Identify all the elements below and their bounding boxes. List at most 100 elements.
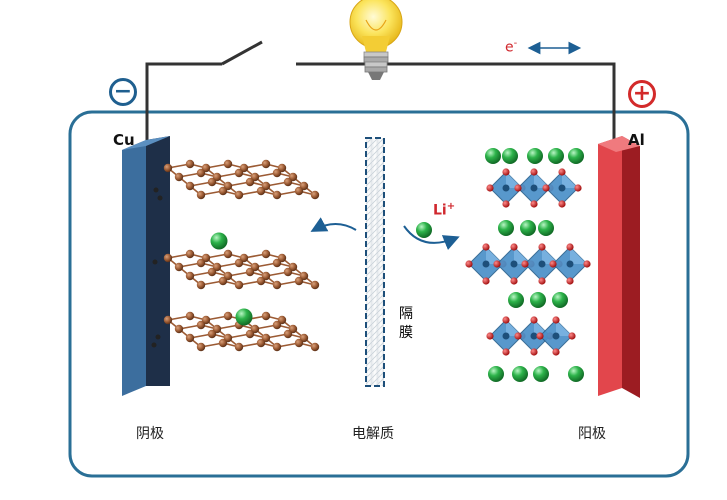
separator-label-char-2: 膜 (399, 325, 413, 341)
carbon-atom (283, 177, 293, 187)
lithium-symbol: Li (433, 202, 447, 219)
carbon-atom (185, 249, 195, 259)
ion-arrow-right (403, 225, 460, 250)
oxygen-atom (568, 332, 576, 340)
oxygen-atom (566, 243, 574, 251)
electrolyte-label: 电解质 (352, 426, 394, 442)
lithium-ion (533, 366, 549, 382)
cathode-crystal (465, 148, 591, 382)
oxygen-atom (558, 168, 566, 176)
oxygen-atom (521, 260, 529, 268)
oxygen-atom (536, 332, 544, 340)
lithium-ion (568, 366, 584, 382)
carbon-atom (256, 338, 266, 348)
carbon-atom (185, 159, 195, 169)
oxygen-atom (514, 332, 522, 340)
carbon-atom (272, 258, 282, 268)
carbon-atom (163, 163, 173, 173)
carbon-atom (234, 168, 244, 178)
oxygen-atom (552, 316, 560, 324)
carbon-atom (272, 168, 282, 178)
carbon-atom (174, 172, 184, 182)
carbon-atom (272, 280, 282, 290)
carbon-atom (196, 342, 206, 352)
minus-circle-icon: − (113, 79, 133, 104)
carbon-atom (294, 186, 304, 196)
oxygen-atom (552, 348, 560, 356)
oxygen-atom (486, 332, 494, 340)
oxygen-atom (502, 168, 510, 176)
oxygen-atom (530, 200, 538, 208)
carbon-atom (310, 280, 320, 290)
carbon-atom (174, 262, 184, 272)
carbon-atom (245, 177, 255, 187)
oxygen-atom (538, 277, 546, 285)
carbon-atom (283, 329, 293, 339)
oxygen-atom (502, 200, 510, 208)
carbon-atom (223, 311, 233, 321)
carbon-atom (234, 280, 244, 290)
oxygen-atom (530, 168, 538, 176)
octahedron (514, 168, 554, 208)
oxygen-atom (493, 260, 501, 268)
bond-dot (155, 334, 161, 340)
oxygen-atom (583, 260, 591, 268)
carbon-atom (294, 276, 304, 286)
oxygen-atom (486, 184, 494, 192)
octahedron (549, 243, 591, 285)
carbon-atom (196, 280, 206, 290)
oxygen-atom (510, 277, 518, 285)
light-bulb-icon (349, 0, 403, 80)
carbon-atom (234, 258, 244, 268)
carbon-atom (196, 168, 206, 178)
lithium-ion (530, 292, 546, 308)
electron-charge: - (513, 38, 518, 49)
octahedron (536, 316, 576, 356)
carbon-atom (310, 342, 320, 352)
carbon-atom (261, 311, 271, 321)
lithium-ion-migrating (416, 222, 432, 238)
oxygen-atom (530, 348, 538, 356)
carbon-atom (196, 190, 206, 200)
carbon-atom (256, 186, 266, 196)
positive-terminal: + (628, 80, 656, 108)
carbon-atom (245, 267, 255, 277)
carbon-atom (272, 320, 282, 330)
lithium-ion (498, 220, 514, 236)
carbon-atom (256, 276, 266, 286)
carbon-atom (218, 338, 228, 348)
bond-dot (157, 195, 163, 201)
lithium-ion (548, 148, 564, 164)
oxygen-atom (510, 243, 518, 251)
carbon-atom (218, 276, 228, 286)
graphite-layers (151, 159, 320, 352)
octahedron (465, 243, 507, 285)
oxygen-atom (530, 316, 538, 324)
lithium-ion (568, 148, 584, 164)
separator-membrane (365, 137, 385, 387)
carbon-atom (234, 342, 244, 352)
separator-label: 隔 膜 (399, 305, 415, 343)
lithium-ion (512, 366, 528, 382)
carbon-atom (185, 181, 195, 191)
oxygen-atom (502, 348, 510, 356)
lithium-ion (538, 220, 554, 236)
ion-arrow-left (310, 217, 357, 232)
carbon-atom (272, 190, 282, 200)
oxygen-atom (482, 277, 490, 285)
carbon-atom (207, 177, 217, 187)
carbon-atom (261, 249, 271, 259)
oxygen-atom (502, 316, 510, 324)
oxygen-atom (465, 260, 473, 268)
lithium-ion (520, 220, 536, 236)
bond-dot (153, 187, 159, 193)
carbon-atom (223, 249, 233, 259)
carbon-atom (223, 159, 233, 169)
oxygen-atom (549, 260, 557, 268)
octahedron (486, 316, 526, 356)
carbon-atom (185, 271, 195, 281)
negative-terminal: − (109, 78, 137, 106)
lithium-ion (508, 292, 524, 308)
carbon-atom (261, 159, 271, 169)
carbon-atom (163, 315, 173, 325)
